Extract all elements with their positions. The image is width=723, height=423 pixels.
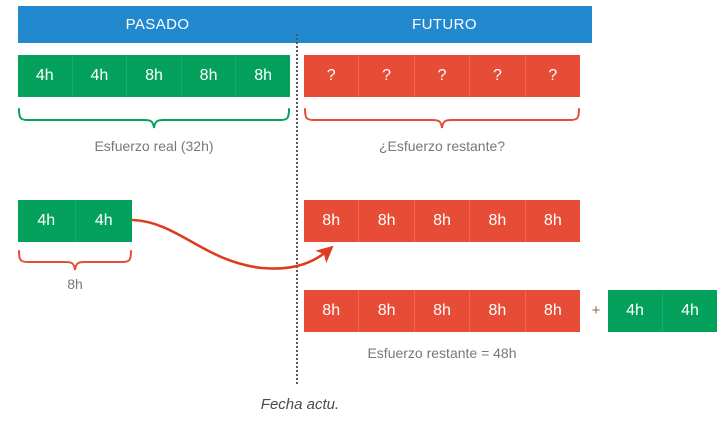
bar-cell: ? — [470, 55, 526, 97]
bar-cell: 4h — [72, 55, 128, 97]
bar-cell: 8h — [181, 55, 237, 97]
bar-cell: ? — [525, 55, 581, 97]
current-date-label: Fecha actu. — [260, 396, 340, 413]
bar-cell: 4h — [18, 55, 73, 97]
bar-cell: 8h — [414, 200, 471, 242]
timeline-header-band: PASADO FUTURO — [18, 6, 592, 43]
current-date-divider — [296, 34, 298, 384]
bar-future-unknown-effort: ? ? ? ? ? — [304, 55, 581, 97]
caption-future-unknown-effort: ¿Esfuerzo restante? — [378, 138, 506, 154]
bar-extra-effort: 4h 4h — [18, 200, 132, 242]
caption-remaining-effort-total: Esfuerzo restante = 48h — [367, 345, 517, 361]
header-segment-past: PASADO — [125, 16, 190, 33]
plus-operator: + — [591, 302, 601, 319]
bar-cell: 8h — [359, 200, 415, 242]
bar-cell: 8h — [304, 290, 360, 332]
bar-cell: 4h — [608, 290, 663, 332]
bar-added-effort: 4h 4h — [608, 290, 717, 332]
brace-future-unknown — [304, 108, 580, 129]
header-segment-future: FUTURO — [412, 16, 477, 33]
bar-cell: ? — [414, 55, 471, 97]
caption-past-actual-effort: Esfuerzo real (32h) — [94, 138, 214, 154]
bar-cell: 8h — [414, 290, 471, 332]
bar-remaining-effort-middle: 8h 8h 8h 8h 8h — [304, 200, 581, 242]
bar-cell: 8h — [236, 55, 290, 97]
bar-cell: 4h — [75, 200, 132, 242]
bar-cell: 8h — [525, 290, 581, 332]
bar-cell: ? — [304, 55, 360, 97]
caption-extra-effort: 8h — [67, 276, 83, 292]
bar-cell: ? — [359, 55, 415, 97]
bar-cell: 4h — [663, 290, 717, 332]
bar-cell: 4h — [18, 200, 76, 242]
bar-cell: 8h — [525, 200, 581, 242]
bar-cell: 8h — [359, 290, 415, 332]
transfer-arrow — [131, 218, 334, 270]
bar-cell: 8h — [470, 200, 526, 242]
brace-extra-effort — [18, 250, 132, 271]
brace-past-actual — [18, 108, 290, 129]
bar-past-actual-effort: 4h 4h 8h 8h 8h — [18, 55, 290, 97]
bar-cell: 8h — [304, 200, 360, 242]
bar-remaining-effort-total: 8h 8h 8h 8h 8h — [304, 290, 581, 332]
bar-cell: 8h — [470, 290, 526, 332]
bar-cell: 8h — [127, 55, 182, 97]
